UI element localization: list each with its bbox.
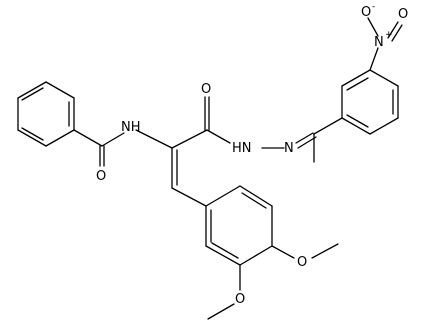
vinyl-to-ring-bond	[171, 187, 207, 207]
methoxy-3-group	[207, 264, 241, 320]
vinyl-double-bond	[171, 147, 178, 189]
atom-n-nitro: N	[374, 35, 384, 50]
nh-to-alpha-carbon-bond	[135, 129, 173, 149]
imine-to-ring-bond	[313, 117, 343, 135]
atom-o-methoxy-3: O	[235, 292, 245, 307]
atom-o-nitro-left-charge: -	[372, 2, 375, 12]
benzoyl-carbonyl	[73, 129, 125, 167]
atom-nh-amide: NH	[121, 120, 141, 135]
atom-n-imine: N	[284, 141, 294, 156]
atom-o-nitro-right: O	[398, 7, 408, 22]
dimethoxyphenyl-ring	[205, 185, 273, 266]
methoxy-4-group	[271, 243, 339, 259]
imine-double-bond	[295, 132, 317, 149]
atom-n-nitro-charge: +	[385, 30, 393, 40]
benzoyl-phenyl-ring	[17, 81, 75, 147]
hydrazide-carbonyl	[204, 96, 210, 131]
nitrophenyl-ring	[341, 69, 399, 135]
carbonyl-to-hn-bond	[206, 129, 231, 144]
atom-o-methoxy-4: O	[297, 255, 307, 270]
atom-hn-hydrazide: HN	[232, 141, 252, 156]
atom-o-amide: O	[96, 169, 106, 184]
atom-o-nitro-left: O	[361, 5, 371, 20]
atom-labels: O NH O HN N N + O - O O O	[96, 2, 408, 307]
nitro-group	[367, 17, 403, 71]
alpha-to-carbonyl-bond	[171, 129, 208, 149]
atom-o-carbonyl-top: O	[201, 82, 211, 97]
